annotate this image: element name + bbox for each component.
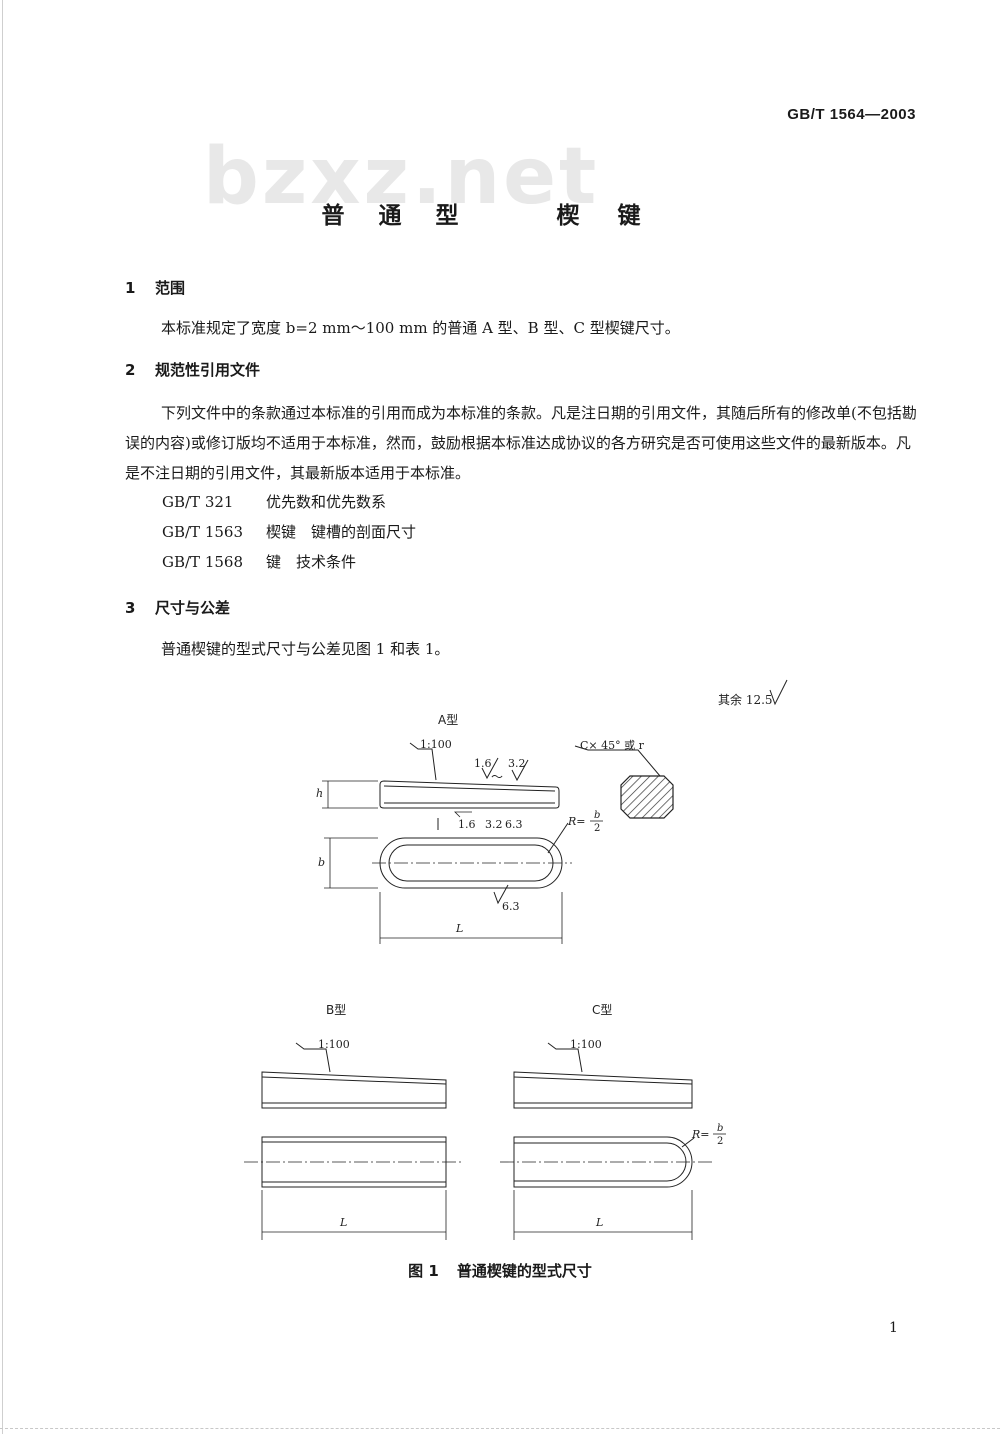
slope-label: 1:100 xyxy=(318,1038,350,1051)
dim-L-label: L xyxy=(455,922,463,935)
reference-code: GB/T 1568 xyxy=(162,553,244,571)
type-b-plan-view: L xyxy=(244,1136,462,1240)
chamfer-leader xyxy=(574,745,661,777)
slope-leader xyxy=(547,1042,583,1073)
section-2-number: 2 xyxy=(125,361,136,379)
slope-leader xyxy=(295,1042,331,1073)
section-3-title: 尺寸与公差 xyxy=(155,599,231,617)
roughness-6-3-label: 6.3 xyxy=(505,818,523,831)
type-c-plan-view: R= b 2 L xyxy=(500,1123,726,1240)
roughness-check-icon xyxy=(493,884,509,905)
dim-b-label: b xyxy=(318,856,325,869)
watermark: bzxz.net xyxy=(203,132,600,222)
reference-title: 优先数和优先数系 xyxy=(266,493,387,511)
reference-code: GB/T 1563 xyxy=(162,523,244,541)
type-a-section-view: C× 45° 或 r xyxy=(574,739,674,819)
dim-L-label: L xyxy=(339,1216,347,1229)
type-c-side-view: 1:100 xyxy=(513,1038,693,1109)
tilde-mark: ～ xyxy=(491,770,503,784)
type-b-side-view: 1:100 xyxy=(261,1038,447,1109)
section-1-title: 范围 xyxy=(155,279,186,297)
reference-title: 键 技术条件 xyxy=(266,553,357,571)
section-3-number: 3 xyxy=(125,599,136,617)
slope-label: 1:100 xyxy=(420,738,452,751)
dim-h-label: h xyxy=(316,787,323,800)
radius-denominator: 2 xyxy=(717,1136,723,1147)
radius-numerator: b xyxy=(717,1123,723,1134)
title-part-1: 普通型 xyxy=(321,203,493,229)
key-body-outline xyxy=(261,1071,447,1109)
section-1-heading: 1 范围 xyxy=(125,277,185,298)
half-round-key-outline xyxy=(513,1136,693,1188)
page-number: 1 xyxy=(889,1320,898,1336)
reference-title: 楔键 键槽的剖面尺寸 xyxy=(266,523,417,541)
figure-caption-text: 普通楔键的型式尺寸 xyxy=(456,1262,592,1280)
roughness-rest-label: 其余 12.5 xyxy=(718,692,773,707)
chamfer-label: C× 45° 或 r xyxy=(580,739,645,752)
roughness-3-2-label: 3.2 xyxy=(485,818,503,831)
roughness-check-icon xyxy=(481,757,499,780)
roughness-1-6-label: 1.6 xyxy=(458,818,476,831)
radius-label: R= xyxy=(567,815,586,828)
type-b-label: B型 xyxy=(326,1003,346,1017)
radius-denominator: 2 xyxy=(594,823,600,834)
references-paragraph: 下列文件中的条款通过本标准的引用而成为本标准的条款。凡是注日期的引用文件，其随后… xyxy=(125,404,917,482)
figure-caption-number: 图 1 xyxy=(408,1262,439,1280)
roughness-rest-note: 其余 12.5 xyxy=(718,679,788,707)
type-a-label: A型 xyxy=(438,713,458,727)
section-2-heading: 2 规范性引用文件 xyxy=(125,359,260,380)
type-c-label: C型 xyxy=(592,1003,612,1017)
key-body-outline xyxy=(513,1071,693,1109)
reference-item: GB/T 1563 楔键 键槽的剖面尺寸 xyxy=(162,521,416,542)
dim-L-label: L xyxy=(595,1216,603,1229)
roughness-check-icon xyxy=(511,759,529,782)
figure-caption: 图 1 普通楔键的型式尺寸 xyxy=(0,1260,1000,1281)
section-3-heading: 3 尺寸与公差 xyxy=(125,597,230,618)
roughness-6-3-label: 6.3 xyxy=(502,900,520,913)
reference-code: GB/T 321 xyxy=(162,493,234,511)
roughness-rest-check-icon xyxy=(769,679,788,706)
slope-leader xyxy=(409,742,437,781)
section-1-number: 1 xyxy=(125,279,136,297)
type-a-side-view: 1:100 1.6 ～ 3.2 h xyxy=(316,738,560,809)
reference-item: GB/T 321 优先数和优先数系 xyxy=(162,491,386,512)
type-a-plan-view: 1.6 3.2 6.3 R= b 2 6.3 b L xyxy=(318,810,603,944)
roughness-3-2-label: 3.2 xyxy=(508,757,526,770)
page-bottom-edge xyxy=(0,1428,1000,1429)
slope-label: 1:100 xyxy=(570,1038,602,1051)
key-body-outline xyxy=(379,780,560,809)
section-2-title: 规范性引用文件 xyxy=(155,361,261,379)
hatched-section xyxy=(620,775,674,819)
reference-item: GB/T 1568 键 技术条件 xyxy=(162,551,356,572)
roughness-1-6-label: 1.6 xyxy=(474,757,492,770)
chamfer-edge-line xyxy=(383,785,556,792)
radius-label: R= xyxy=(691,1128,710,1141)
scope-paragraph: 本标准规定了宽度 b=2 mm～100 mm 的普通 A 型、B 型、C 型楔键… xyxy=(161,319,680,337)
document-title: 普通型 楔键 xyxy=(0,196,1000,230)
standard-number: GB/T 1564—2003 xyxy=(787,106,916,123)
page-left-edge xyxy=(2,0,3,1434)
radius-numerator: b xyxy=(594,810,600,821)
title-part-2: 楔键 xyxy=(556,203,679,229)
dimensions-paragraph: 普通楔键的型式尺寸与公差见图 1 和表 1。 xyxy=(161,640,450,658)
